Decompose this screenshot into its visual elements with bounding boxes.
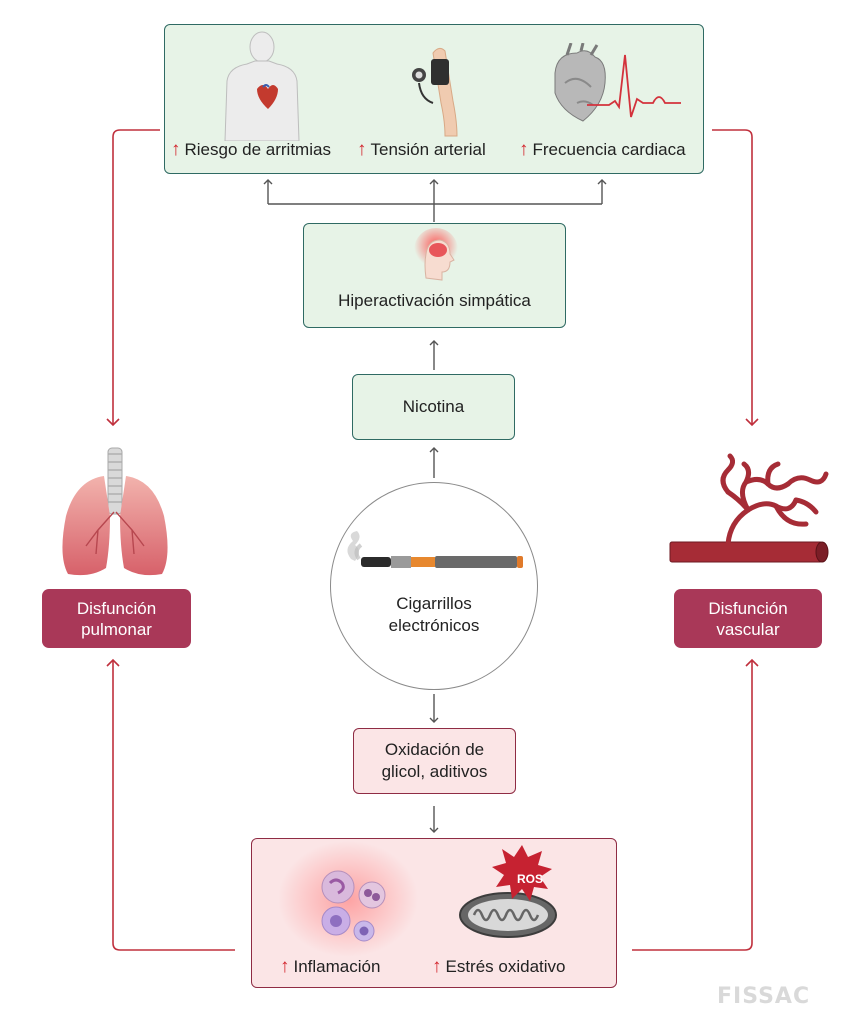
arrow-top-to-vascular: [712, 129, 759, 427]
pulmonary-line1: Disfunción: [76, 598, 157, 618]
oxidation-label-line1: Oxidación de: [384, 740, 485, 759]
nicotine-label: Nicotina: [402, 397, 465, 416]
increase-arrow-icon: ↑: [171, 139, 181, 160]
heart-rate-label: Frecuencia cardiaca: [532, 140, 686, 159]
arrow-bottom-to-pulmonary: [106, 658, 235, 951]
heart-rate-effect: ↑Frecuencia cardiaca: [519, 139, 686, 161]
torso-heart-icon: [224, 31, 300, 141]
ecig-label-line1: Cigarrillos: [396, 594, 472, 613]
increase-arrow-icon: ↑: [280, 956, 290, 977]
increase-arrow-icon: ↑: [432, 956, 442, 977]
arrhythmia-effect: ↑Riesgo de arritmias: [171, 139, 331, 161]
sympathetic-label: Hiperactivación simpática: [338, 291, 531, 310]
blood-pressure-effect: ↑Tensión arterial: [357, 139, 486, 161]
inflammation-effect: ↑Inflamación: [280, 956, 380, 978]
inflammatory-cells-icon: [278, 841, 418, 957]
oxidation-box: Oxidación de glicol, aditivos: [353, 728, 516, 794]
ecigarette-icon: [347, 531, 523, 568]
inflammation-label: Inflamación: [293, 957, 381, 976]
lungs-icon: [62, 447, 168, 576]
oxidation-label-line2: glicol, aditivos: [381, 762, 488, 781]
oxidation-label: Oxidación de glicol, aditivos: [382, 739, 488, 783]
vascular-line2: vascular: [716, 619, 780, 639]
nicotine-box: Nicotina: [352, 374, 515, 440]
increase-arrow-icon: ↑: [519, 139, 529, 160]
blood-pressure-cuff-icon: [412, 47, 458, 137]
ros-label: ROS: [516, 872, 543, 886]
oxidative-stress-label: Estrés oxidativo: [445, 957, 566, 976]
mitochondria-ros-icon: [459, 845, 557, 938]
ecig-label-line2: electrónicos: [388, 616, 480, 635]
heart-ecg-icon: [554, 43, 681, 122]
pulmonary-dysfunction-box: Disfunción pulmonar: [42, 589, 191, 648]
cardiac-effects-box: ↑Riesgo de arritmias ↑Tensión arterial ↑…: [164, 24, 704, 174]
vascular-dysfunction-box: Disfunción vascular: [674, 589, 822, 648]
head-brain-glow-icon: [414, 228, 458, 281]
increase-arrow-icon: ↑: [357, 139, 367, 160]
ecig-circle: Cigarrillos electrónicos: [330, 482, 538, 690]
arrhythmia-label: Riesgo de arritmias: [184, 140, 331, 159]
pulmonary-line2: pulmonar: [81, 619, 152, 639]
blood-vessel-icon: [669, 453, 829, 563]
vascular-line1: Disfunción: [708, 598, 788, 618]
arrow-top-to-pulmonary: [106, 129, 160, 427]
fissac-logo: FISSAC: [717, 984, 811, 1009]
ecig-label: Cigarrillos electrónicos: [331, 593, 537, 637]
blood-pressure-label: Tensión arterial: [370, 140, 486, 159]
arrow-bottom-to-vascular: [632, 658, 759, 951]
cellular-effects-box: ROS ↑Inflamación ↑Estrés oxidativo: [251, 838, 617, 988]
sympathetic-box: Hiperactivación simpática: [303, 223, 566, 328]
oxidative-stress-effect: ↑Estrés oxidativo: [432, 956, 566, 978]
